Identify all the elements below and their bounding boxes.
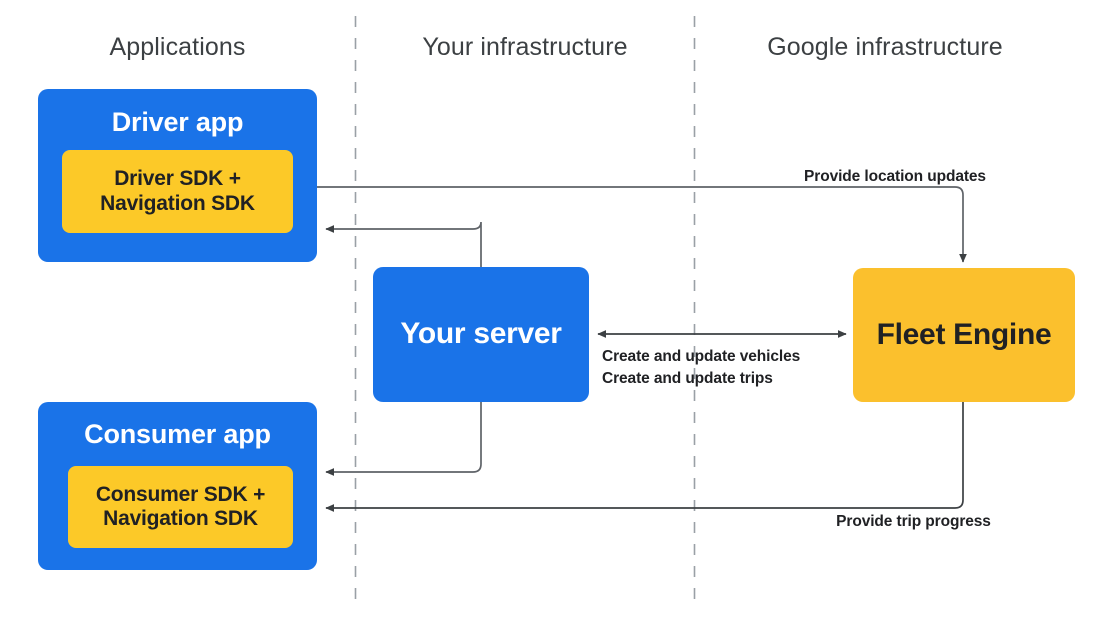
driver-sdk-box[interactable]: Driver SDK + Navigation SDK — [62, 150, 293, 233]
edge-provide-trip-progress — [325, 402, 964, 512]
your-server-title: Your server — [400, 317, 562, 350]
node-consumer-app[interactable]: Consumer app Consumer SDK + Navigation S… — [38, 402, 317, 570]
node-fleet-engine[interactable]: Fleet Engine — [853, 268, 1075, 402]
edge-label-create-trips: Create and update trips — [602, 370, 773, 387]
consumer-app-title: Consumer app — [84, 419, 271, 449]
consumer-sdk-line-1: Consumer SDK + — [95, 482, 266, 506]
edge-server-to-consumer-app — [325, 402, 482, 476]
zone-title-applications: Applications — [109, 33, 246, 61]
driver-sdk-line-2: Navigation SDK — [100, 191, 255, 215]
node-your-server[interactable]: Your server — [373, 267, 589, 402]
driver-sdk-line-1: Driver SDK + — [114, 167, 241, 191]
consumer-sdk-box[interactable]: Consumer SDK + Navigation SDK — [68, 466, 293, 548]
zone-title-google-infrastructure: Google infrastructure — [767, 33, 1003, 61]
node-driver-app[interactable]: Driver app Driver SDK + Navigation SDK — [38, 89, 317, 262]
edge-label-create-and-update: Create and update vehicles Create and up… — [602, 346, 800, 390]
zone-title-your-infrastructure: Your infrastructure — [422, 33, 628, 61]
edge-label-create-vehicles: Create and update vehicles — [602, 348, 801, 365]
edge-provide-location-updates — [293, 186, 967, 263]
driver-app-title: Driver app — [111, 107, 244, 137]
edge-label-provide-location-updates: Provide location updates — [804, 168, 986, 185]
edge-server-to-driver-app — [325, 221, 482, 267]
consumer-sdk-line-2: Navigation SDK — [103, 507, 258, 530]
edge-label-provide-trip-progress: Provide trip progress — [836, 513, 991, 530]
fleet-engine-title: Fleet Engine — [876, 318, 1052, 351]
